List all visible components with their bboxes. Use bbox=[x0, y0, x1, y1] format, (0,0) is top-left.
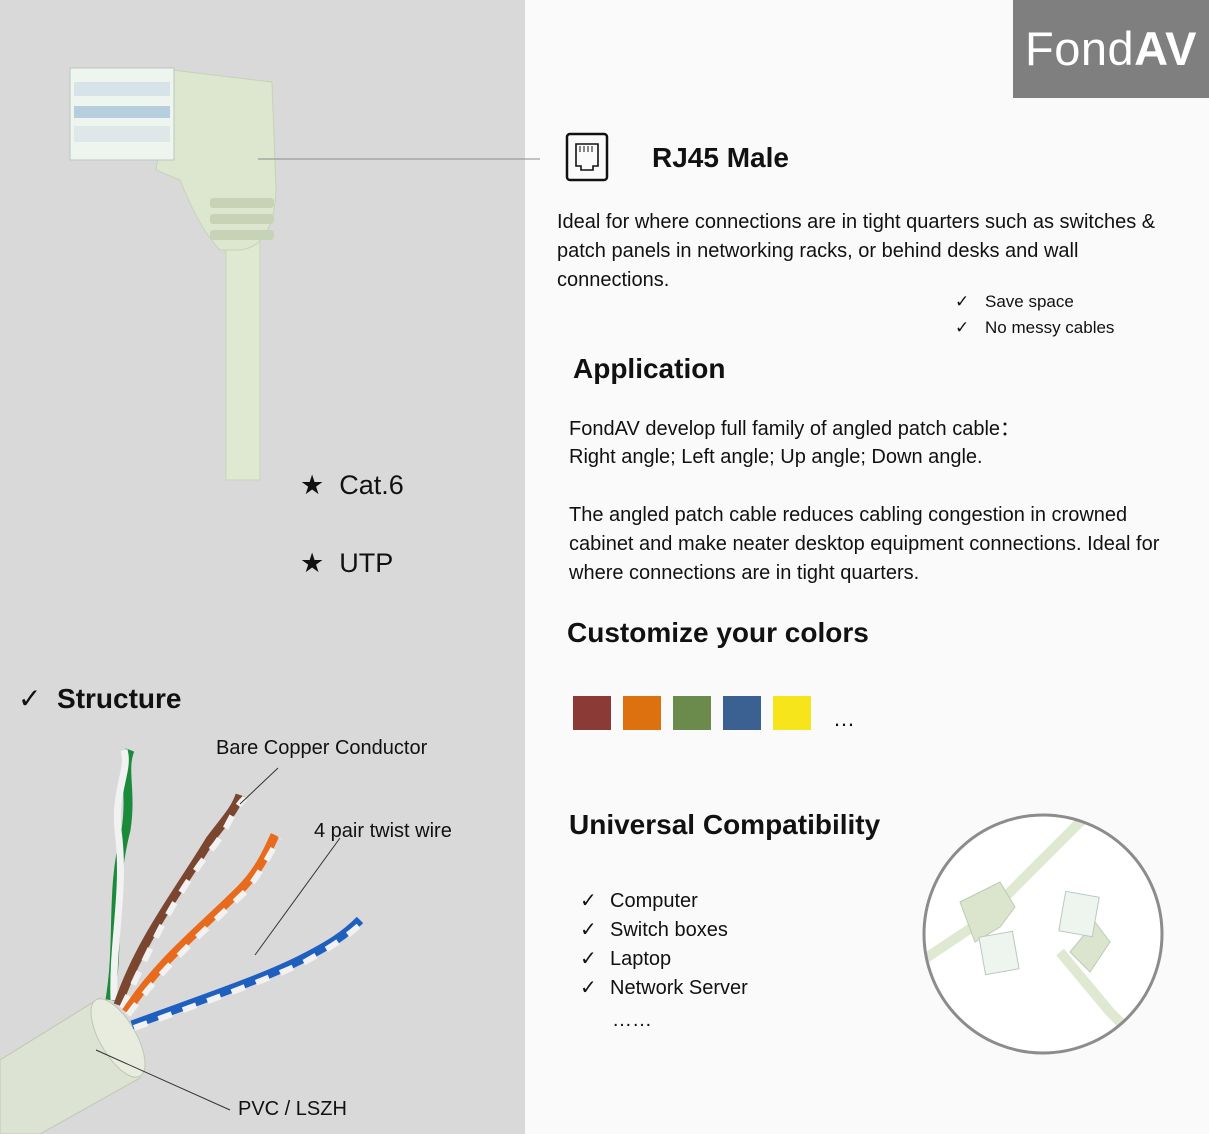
application-line1: FondAV develop full family of angled pat… bbox=[569, 418, 1021, 440]
star-icon: ★ bbox=[300, 470, 325, 500]
rj45-description: Ideal for where connections are in tight… bbox=[557, 211, 1156, 291]
application-line2: Right angle; Left angle; Up angle; Down … bbox=[569, 446, 983, 468]
fondav-logo: FondAV bbox=[1013, 0, 1209, 98]
feature-cat6: ★ Cat.6 bbox=[300, 470, 404, 500]
angled-connectors-circle-image bbox=[922, 813, 1164, 1055]
checkmark-icon: ✓ bbox=[580, 890, 597, 912]
rj45-benefits: ✓Save space ✓No messy cables bbox=[955, 289, 1114, 341]
application-paragraph: The angled patch cable reduces cabling c… bbox=[569, 504, 1160, 584]
checkmark-icon: ✓ bbox=[955, 318, 970, 337]
compat-more: …… bbox=[612, 1009, 652, 1031]
compat-list: ✓Computer ✓Switch boxes ✓Laptop ✓Network… bbox=[580, 887, 748, 1003]
more-colors: … bbox=[833, 706, 855, 731]
checkmark-icon: ✓ bbox=[580, 977, 597, 999]
color-swatch-green[interactable] bbox=[673, 696, 711, 730]
rj45-port-icon bbox=[565, 132, 609, 182]
color-swatch-blue[interactable] bbox=[723, 696, 761, 730]
colors-title: Customize your colors bbox=[567, 617, 869, 648]
twist-wire-label: 4 pair twist wire bbox=[314, 820, 452, 842]
list-item: ✓No messy cables bbox=[955, 315, 1114, 341]
bare-copper-label: Bare Copper Conductor bbox=[216, 737, 428, 759]
checkmark-icon: ✓ bbox=[18, 683, 42, 714]
list-item: ✓Laptop bbox=[580, 945, 748, 974]
structure-heading: ✓ Structure bbox=[18, 683, 182, 714]
list-item: ✓Switch boxes bbox=[580, 916, 748, 945]
cable-structure-image bbox=[0, 748, 365, 1134]
rj45-title: RJ45 Male bbox=[652, 142, 789, 173]
application-title: Application bbox=[573, 353, 726, 384]
checkmark-icon: ✓ bbox=[955, 292, 970, 311]
feature-utp: ★ UTP bbox=[300, 548, 394, 578]
star-icon: ★ bbox=[300, 548, 325, 578]
list-item: ✓Save space bbox=[955, 289, 1114, 315]
checkmark-icon: ✓ bbox=[580, 948, 597, 970]
angled-rj45-connector-image bbox=[69, 67, 540, 481]
checkmark-icon: ✓ bbox=[580, 919, 597, 941]
color-swatch-yellow[interactable] bbox=[773, 696, 811, 730]
color-swatch-red[interactable] bbox=[573, 696, 611, 730]
list-item: ✓Network Server bbox=[580, 974, 748, 1003]
jacket-label: PVC / LSZH bbox=[238, 1098, 347, 1120]
compat-title: Universal Compatibility bbox=[569, 809, 881, 840]
list-item: ✓Computer bbox=[580, 887, 748, 916]
color-swatches: … bbox=[573, 696, 855, 730]
color-swatch-orange[interactable] bbox=[623, 696, 661, 730]
